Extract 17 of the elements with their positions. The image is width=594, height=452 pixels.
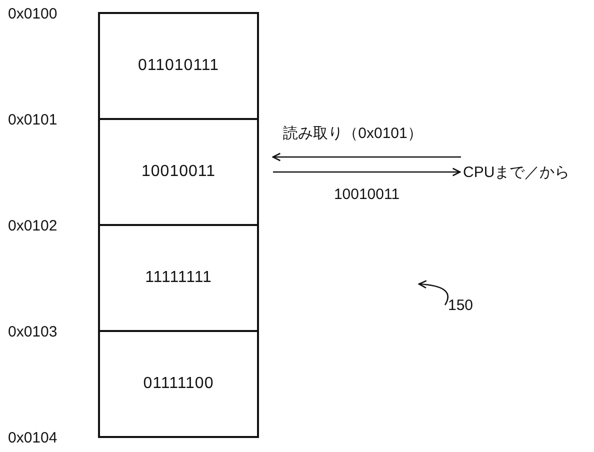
address-label: 0x0100: [8, 6, 58, 22]
memory-cell: [98, 224, 259, 332]
arrow: [273, 168, 461, 176]
cell-value: 10010011: [142, 163, 216, 181]
arrow: [272, 152, 461, 162]
cell-value: 11111111: [145, 269, 212, 287]
address-label: 0x0102: [8, 218, 58, 234]
address-label: 0x0103: [8, 324, 58, 340]
cell-value: 011010111: [138, 57, 220, 75]
reference-number: 150: [448, 296, 474, 314]
memory-cell: [98, 118, 259, 226]
endpoint-label: CPUまで／から: [463, 162, 570, 182]
address-label: 0x0104: [8, 430, 58, 446]
memory-cell: [98, 12, 259, 120]
cell-value: 01111100: [143, 375, 214, 393]
address-label: 0x0101: [8, 112, 58, 128]
memory-cell: [98, 330, 259, 438]
